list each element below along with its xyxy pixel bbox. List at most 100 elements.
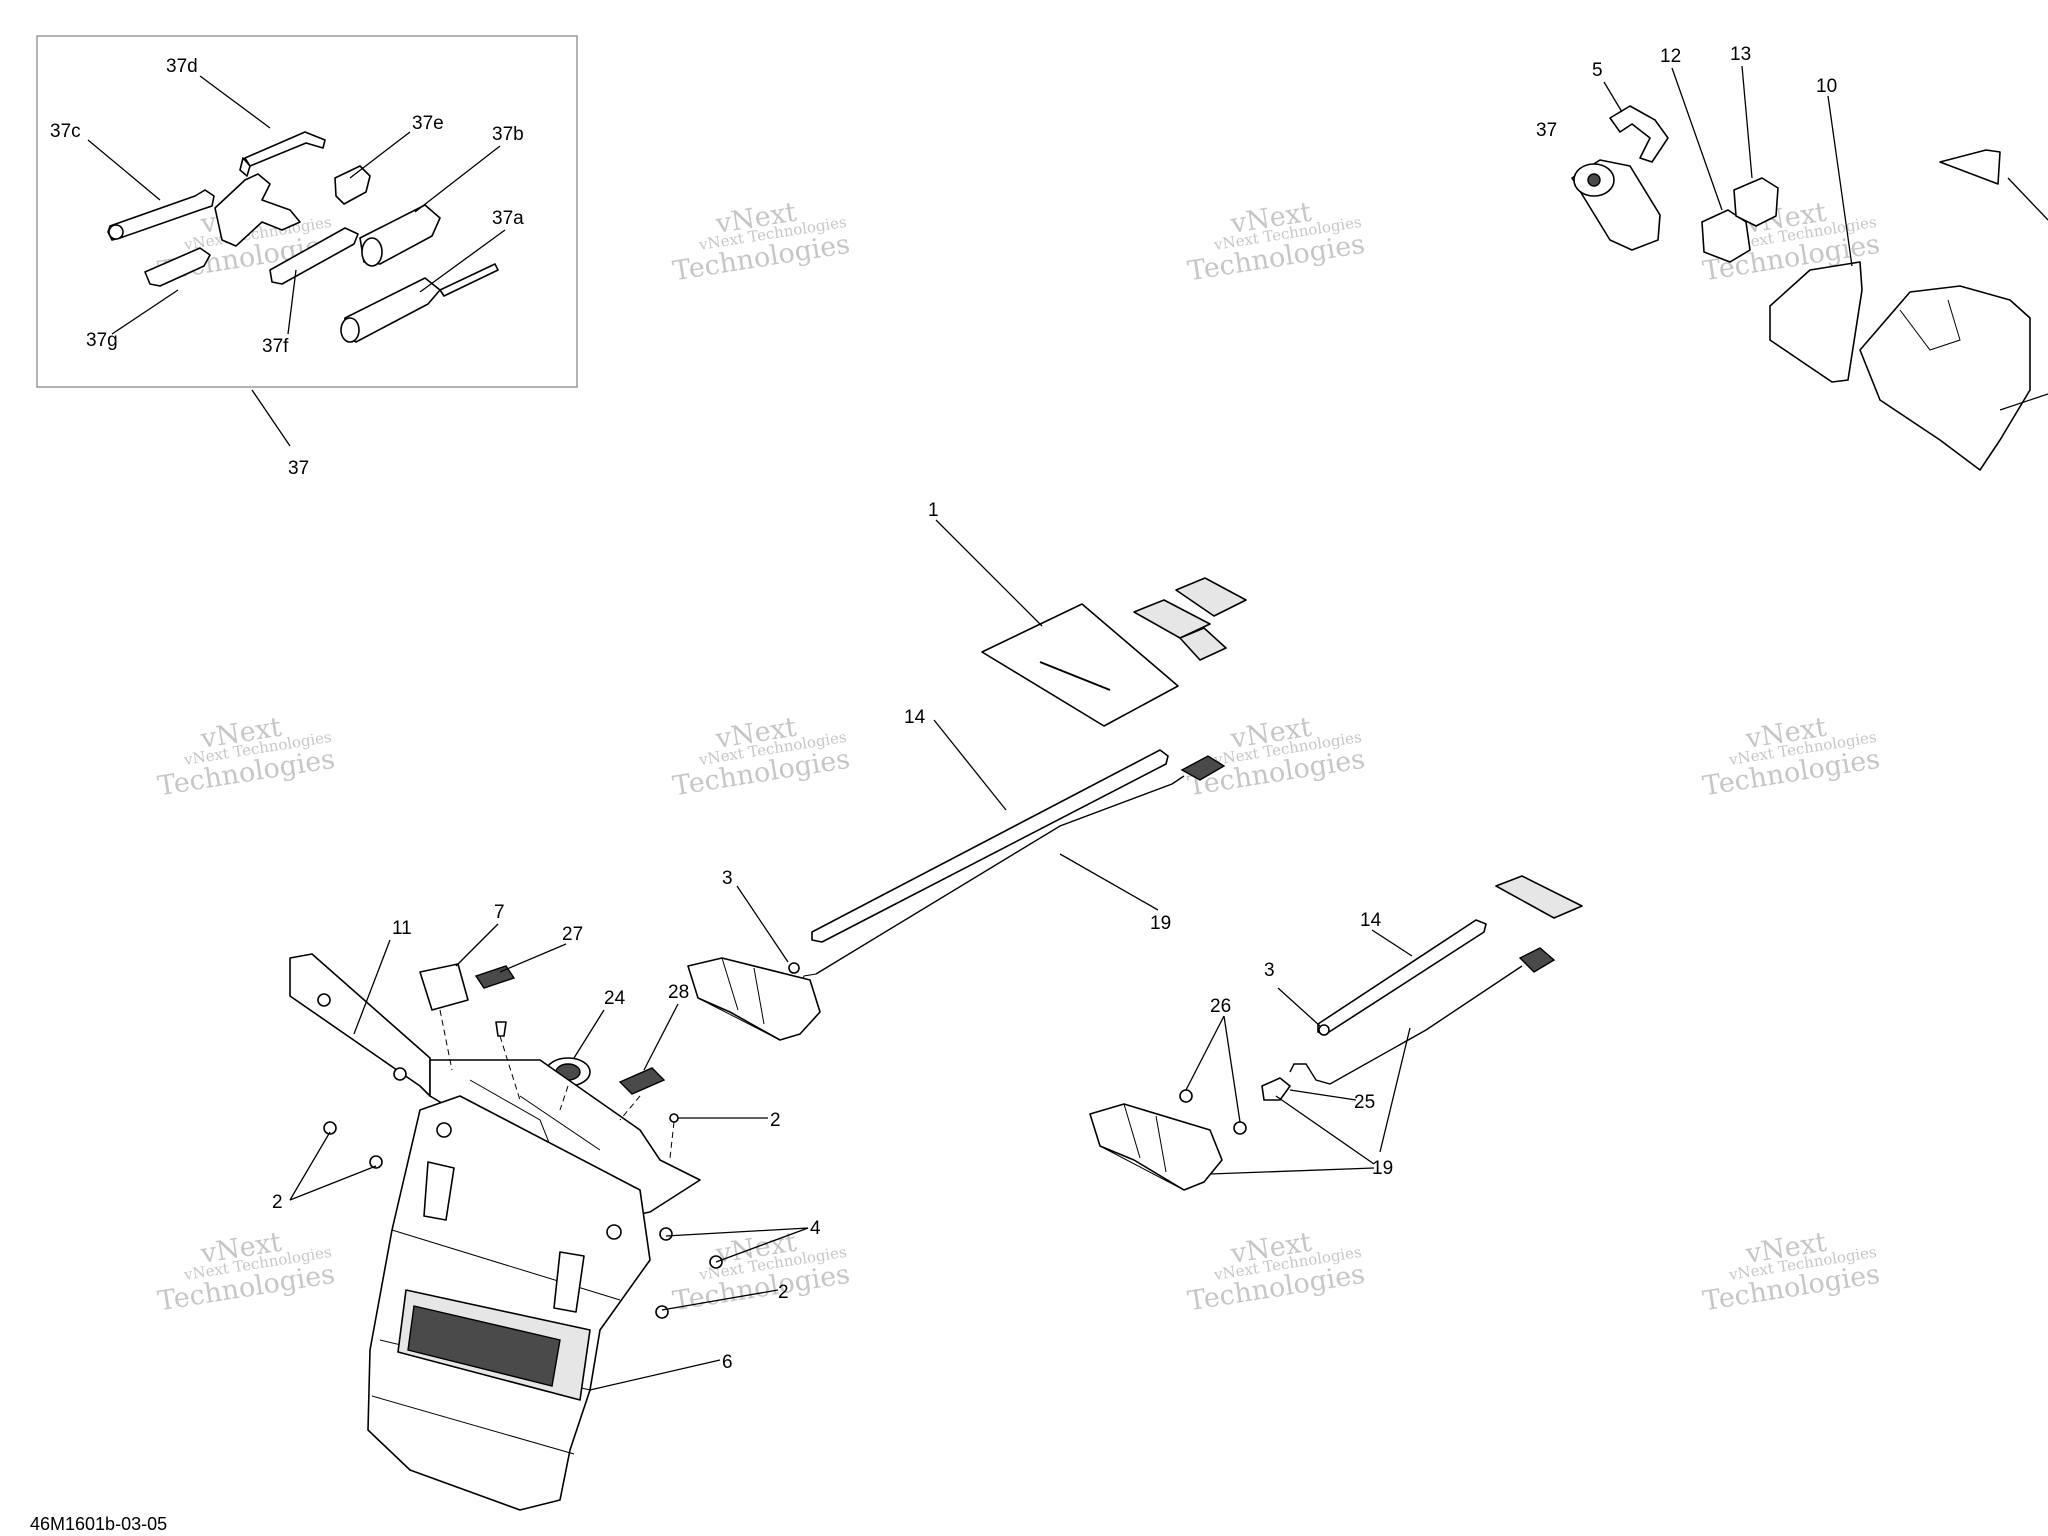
- bracket-hole: [317, 993, 331, 1007]
- callout-37-kit: 37: [288, 458, 309, 479]
- connector-part: [1518, 947, 1556, 973]
- retaining-clip-part: [1609, 105, 1669, 163]
- clip-tool-part: [334, 165, 371, 205]
- flap-hole: [606, 1224, 622, 1240]
- strap-part: [269, 227, 359, 285]
- flap-tab: [423, 1161, 455, 1221]
- decal-strip-part: [1175, 577, 1247, 617]
- tail-light-left: [687, 957, 821, 1041]
- washer-part: [655, 1305, 669, 1319]
- watermark: vNext vNext Technologies Technologies: [156, 712, 337, 803]
- screwdriver-shaft: [439, 263, 499, 297]
- grommet-part: [1179, 1089, 1193, 1103]
- callout-26: 26: [1210, 996, 1231, 1017]
- washer-part: [369, 1155, 383, 1169]
- reflector-strip-part: [1317, 919, 1487, 1035]
- pad-12-part: [1701, 209, 1751, 263]
- storage-box-part: [1859, 285, 2031, 471]
- callout-19-top: 19: [1150, 913, 1171, 934]
- callout-14-top: 14: [904, 707, 926, 728]
- callout-25: 25: [1354, 1092, 1375, 1113]
- hex-key-part: [244, 131, 326, 167]
- nut-part: [788, 962, 800, 974]
- storage-cluster: 5 12 13 10 37: [1536, 44, 2048, 471]
- callout-2-left: 2: [272, 1192, 283, 1213]
- left-light-group: 14 19 3: [687, 707, 1226, 1041]
- reflector-strip-part: [811, 749, 1169, 943]
- decal-group: 1: [928, 500, 1247, 727]
- callout-37g: 37g: [86, 330, 118, 351]
- callout-6: 6: [722, 1352, 733, 1373]
- callout-19-bottom: 19: [1372, 1158, 1393, 1179]
- callout-3-right: 3: [1264, 960, 1275, 981]
- bracket-hole: [393, 1067, 407, 1081]
- label-27-part: [474, 965, 516, 989]
- washer-part: [323, 1121, 337, 1135]
- callout-37d: 37d: [166, 56, 198, 77]
- watermark: vNext vNext Technologies Technologies: [156, 1227, 337, 1318]
- callout-10: 10: [1816, 76, 1837, 97]
- watermark: vNext vNext Technologies Technologies: [1186, 712, 1367, 803]
- pad-13-part: [1733, 177, 1779, 227]
- watermark: vNext vNext Technologies Technologies: [671, 197, 852, 288]
- callout-37a: 37a: [492, 208, 524, 229]
- callout-28: 28: [668, 982, 689, 1003]
- label-7-part: [419, 963, 469, 1011]
- right-light-group: 14 3 26 25 19: [1089, 875, 1583, 1191]
- bulb-part: [1261, 1077, 1291, 1101]
- callout-37c: 37c: [50, 121, 81, 142]
- bracket-11-part: [289, 953, 431, 1097]
- callout-37f: 37f: [262, 336, 289, 357]
- lever-part: [144, 247, 211, 287]
- callout-2-mid: 2: [770, 1110, 781, 1131]
- cover-10-part: [1769, 261, 1863, 383]
- callout-3-left: 3: [722, 868, 733, 889]
- tail-light-right: [1089, 1103, 1223, 1191]
- callout-24: 24: [604, 988, 626, 1009]
- tool-kit-frame: [36, 35, 578, 388]
- hex-key-end: [239, 157, 251, 177]
- callout-37e: 37e: [412, 113, 444, 134]
- label-28-part: [618, 1067, 666, 1095]
- callout-5: 5: [1592, 60, 1603, 81]
- wrench-part: [107, 189, 215, 241]
- callout-2-bottom: 2: [778, 1282, 789, 1303]
- mudflap-group: 11 7 27 24 28 2 2 4 2 6: [272, 902, 821, 1511]
- nut-part: [1318, 1024, 1330, 1036]
- socket-end: [361, 237, 383, 267]
- decal-sheet-part: [981, 603, 1179, 727]
- tool-tube-hole: [1587, 173, 1601, 187]
- callout-7: 7: [494, 902, 505, 923]
- decal-strip-part: [1179, 627, 1227, 661]
- drawing-code: 46M1601b-03-05: [30, 1514, 167, 1534]
- watermark: vNext vNext Technologies Technologies: [1186, 197, 1367, 288]
- callout-27: 27: [562, 924, 583, 945]
- screw-part: [669, 1113, 679, 1123]
- washer-part: [659, 1227, 673, 1241]
- tool-kit-group: 37d 37c 37e 37b 37a 37g 37f 37: [36, 35, 578, 479]
- callout-12: 12: [1660, 46, 1681, 67]
- wrench-ring: [108, 224, 124, 240]
- screwdriver-cap: [340, 317, 360, 343]
- callout-11: 11: [392, 918, 412, 939]
- watermark: vNext vNext Technologies Technologies: [1701, 1227, 1882, 1318]
- wedge-part: [1939, 149, 2001, 185]
- watermark-layer: vNext vNext Technologies Technologies vN…: [156, 197, 1882, 1318]
- spanner-part: [214, 173, 301, 247]
- callout-1: 1: [928, 500, 939, 521]
- flap-hole: [436, 1122, 452, 1138]
- watermark: vNext vNext Technologies Technologies: [1701, 712, 1882, 803]
- callout-37-tube: 37: [1536, 120, 1557, 141]
- brand-logo-shape: [407, 1305, 561, 1387]
- screw-part: [495, 1021, 507, 1037]
- connector-part: [1180, 755, 1226, 781]
- watermark: vNext vNext Technologies Technologies: [1186, 1227, 1367, 1318]
- watermark: vNext vNext Technologies Technologies: [671, 712, 852, 803]
- callout-13: 13: [1730, 44, 1751, 65]
- callout-4: 4: [810, 1218, 821, 1239]
- callout-14-right: 14: [1360, 910, 1382, 931]
- grommet-part: [1233, 1121, 1247, 1135]
- decal-strip-part: [1133, 599, 1211, 639]
- flap-tab: [553, 1251, 585, 1313]
